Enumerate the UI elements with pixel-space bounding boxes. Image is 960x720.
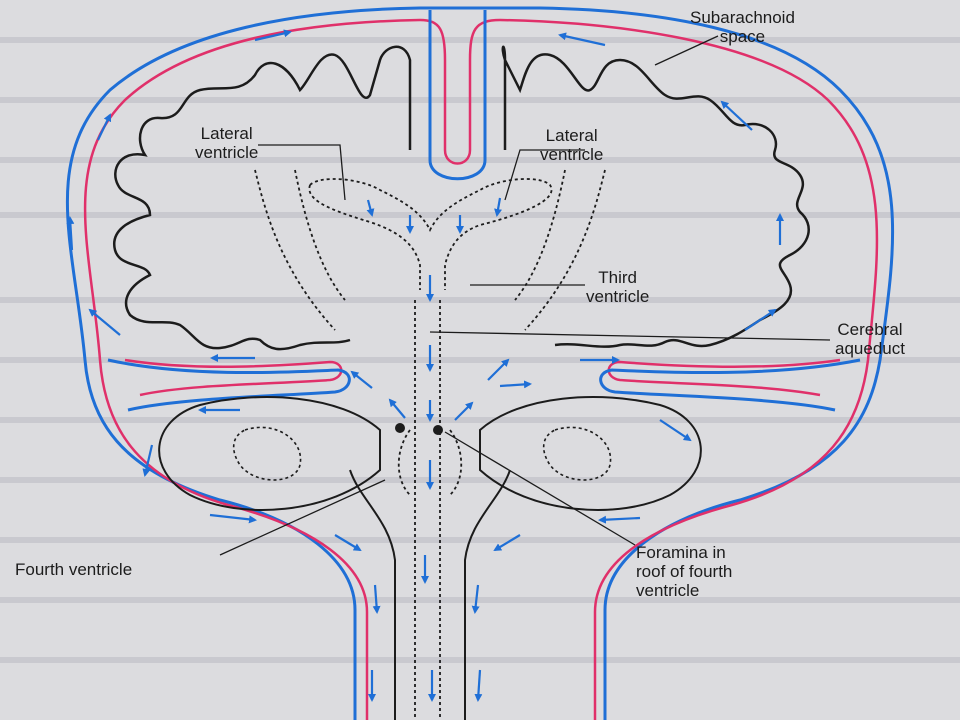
cerebrum-outline <box>113 45 810 351</box>
tentorium-right <box>607 358 841 397</box>
label-foramina: Foramina in roof of fourth ventricle <box>636 543 732 600</box>
label-cerebral-aqueduct: Cerebral aqueduct <box>835 320 905 358</box>
cerebellum-right <box>479 396 702 511</box>
csf-flow-arrows <box>66 29 784 702</box>
label-line: Third <box>598 268 638 287</box>
label-line: Lateral <box>200 124 253 143</box>
aqueduct-channel <box>397 300 463 720</box>
label-line: Lateral <box>545 126 598 145</box>
label-line: aqueduct <box>835 339 905 358</box>
label-line: ventricle <box>540 145 604 164</box>
inner-pink-membrane <box>83 18 879 720</box>
label-line: roof of fourth <box>636 562 733 581</box>
fissure-blue <box>428 10 487 181</box>
tentorium-right-blue <box>599 358 861 412</box>
outer-blue-membrane <box>65 6 895 720</box>
label-line: ventricle <box>636 581 700 600</box>
tentorium-left-blue <box>107 358 351 412</box>
label-subarachnoid-space: Subarachnoid space <box>690 8 795 46</box>
tentorium-left <box>124 358 343 397</box>
foramen-dot-right <box>433 425 443 435</box>
cerebellum-right-inner <box>542 426 612 481</box>
label-lateral-ventricle-left: Lateral ventricle <box>195 124 258 162</box>
background-page-lines <box>0 37 960 663</box>
label-line: Fourth ventricle <box>15 560 133 579</box>
label-line: space <box>719 27 766 46</box>
leader-lines <box>219 35 831 556</box>
label-line: ventricle <box>586 287 650 306</box>
foramen-dot-left <box>395 423 405 433</box>
cerebellum-left-inner <box>232 426 302 481</box>
label-line: Cerebral <box>837 320 903 339</box>
cerebellum-left <box>158 396 381 511</box>
label-line: Foramina in <box>636 543 726 562</box>
label-line: Subarachnoid <box>690 8 795 27</box>
label-fourth-ventricle: Fourth ventricle <box>15 560 132 579</box>
label-third-ventricle: Third ventricle <box>586 268 649 306</box>
lateral-ventricles <box>254 169 606 331</box>
label-lateral-ventricle-right: Lateral ventricle <box>540 126 603 164</box>
brainstem-outline <box>349 469 511 720</box>
label-line: ventricle <box>195 143 259 162</box>
